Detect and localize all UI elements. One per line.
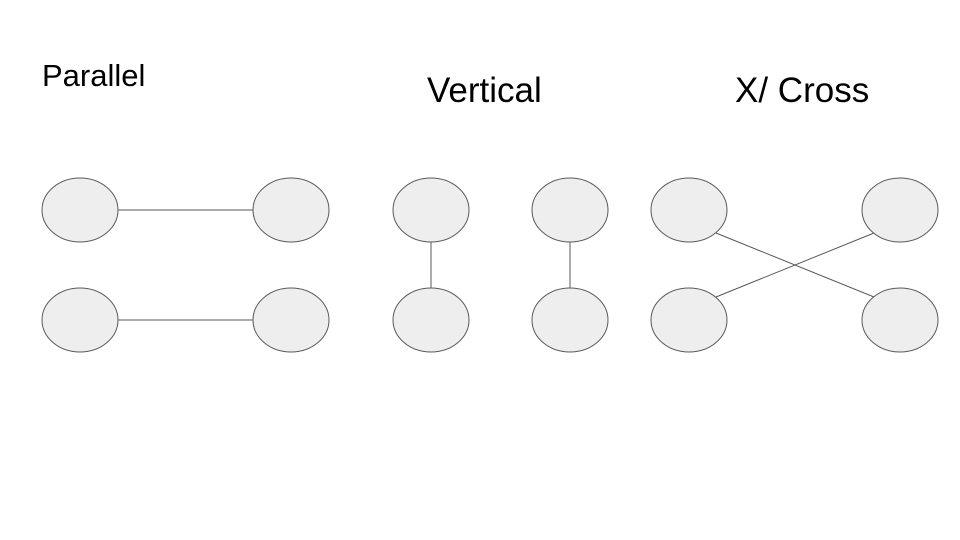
cross-group: [650, 177, 939, 353]
cross-node-bottom-right: [861, 287, 939, 353]
vertical-node-bottom-left: [392, 287, 470, 353]
vertical-node-top-left: [392, 177, 470, 243]
parallel-node-bottom-left: [41, 287, 119, 353]
parallel-group: [41, 177, 330, 353]
vertical-node-top-right: [531, 177, 609, 243]
parallel-node-bottom-right: [252, 287, 330, 353]
cross-node-top-left: [650, 177, 728, 243]
cross-edge-up: [715, 232, 875, 298]
cross-heading: X/ Cross: [735, 71, 870, 110]
cross-node-top-right: [861, 177, 939, 243]
cross-node-bottom-left: [650, 287, 728, 353]
parallel-node-top-left: [41, 177, 119, 243]
vertical-group: [392, 177, 609, 353]
parallel-node-top-right: [252, 177, 330, 243]
vertical-heading: Vertical: [427, 71, 542, 110]
parallel-heading: Parallel: [42, 58, 146, 93]
vertical-node-bottom-right: [531, 287, 609, 353]
